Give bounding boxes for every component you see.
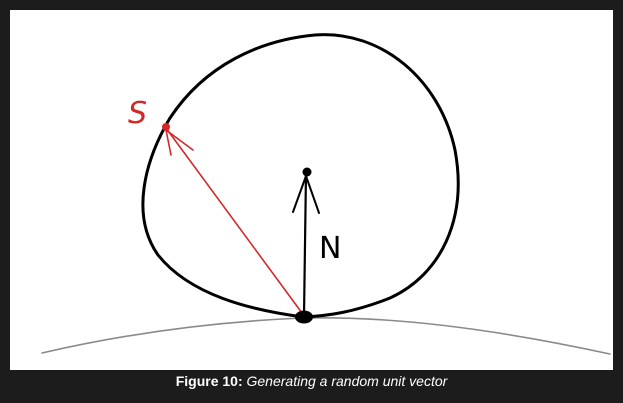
sphere-center-dot: [302, 167, 312, 177]
s-point-label: S: [128, 96, 147, 131]
figure-canvas: S N: [10, 10, 613, 370]
contact-point-dot: [295, 310, 313, 324]
caption-label: Figure 10:: [175, 373, 243, 389]
random-vector-line: [165, 127, 303, 314]
random-vector-arrowhead: [165, 129, 194, 156]
surface-curve: [41, 316, 611, 355]
unit-sphere-outline: [141, 33, 460, 319]
caption-text: Generating a random unit vector: [246, 373, 448, 389]
figure-caption: Figure 10: Generating a random unit vect…: [0, 371, 623, 391]
normal-label: N: [319, 231, 341, 266]
s-point-dot: [162, 123, 170, 131]
unit-vector-diagram: S N: [41, 33, 611, 355]
normal-vector-line: [302, 171, 308, 318]
